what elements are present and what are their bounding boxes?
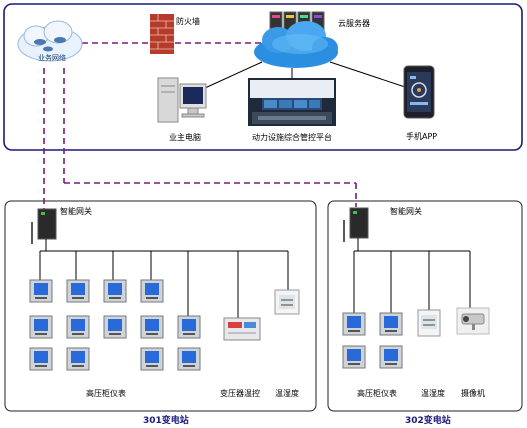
hv-meters-302-label: 高压柜仪表 [357,388,397,398]
panel-meter-icon [29,279,53,303]
panel-meter-icon [140,315,164,339]
gateway-302-label: 智能网关 [390,206,422,216]
transformer-temp-controller-icon [223,317,261,341]
cloud-platform-frame [3,3,523,151]
panel-meter-icon [140,279,164,303]
control-center-image [248,78,336,126]
firewall-icon [150,14,174,54]
camera-icon [456,307,490,335]
panel-meter-icon [66,315,90,339]
host-pc-icon [157,77,207,123]
cloud-server-icon [254,11,338,68]
panel-meter-icon [66,279,90,303]
station-302-title: 302变电站 [405,414,451,426]
panel-meter-icon [177,347,201,371]
panel-meter-icon [66,347,90,371]
mobile-app-label: 手机APP [406,131,437,141]
business-network-label: 业务网络 [38,53,66,62]
panel-meter-icon [29,347,53,371]
network-links [43,42,357,209]
host-pc-label: 业主电脑 [169,132,201,142]
station-301-title: 301变电站 [143,414,189,426]
bus-302 [353,238,471,313]
cloud-server-label: 云服务器 [338,18,370,28]
meter-grid-302 [342,312,403,369]
gateway-301-icon [31,208,57,244]
panel-meter-icon [29,315,53,339]
temp-humidity-302-icon [417,309,441,337]
gateway-302-icon [343,207,369,242]
camera-label: 摄像机 [461,388,485,398]
panel-meter-icon [103,279,127,303]
temp-humidity-302-label: 温湿度 [421,388,445,398]
hv-meters-301-label: 高压柜仪表 [86,388,126,398]
panel-meter-icon [379,345,403,369]
temp-humidity-301-label: 温湿度 [275,388,299,398]
station-301-frame [4,200,317,412]
panel-meter-icon [177,315,201,339]
bus-301 [39,239,289,318]
firewall-label: 防火墙 [176,16,200,26]
mobile-app-icon [403,65,435,119]
panel-meter-icon [342,345,366,369]
business-network-icon [17,20,83,62]
cloud-links [204,61,409,89]
station-302-frame [327,200,523,412]
meter-grid-301 [29,279,201,371]
transformer-temp-label: 变压器温控 [220,388,260,398]
panel-meter-icon [342,312,366,336]
panel-meter-icon [379,312,403,336]
platform-label: 动力设施综合管控平台 [252,132,332,142]
panel-meter-icon [140,347,164,371]
temp-humidity-301-icon [274,289,300,315]
gateway-301-label: 智能网关 [60,206,92,216]
panel-meter-icon [103,315,127,339]
